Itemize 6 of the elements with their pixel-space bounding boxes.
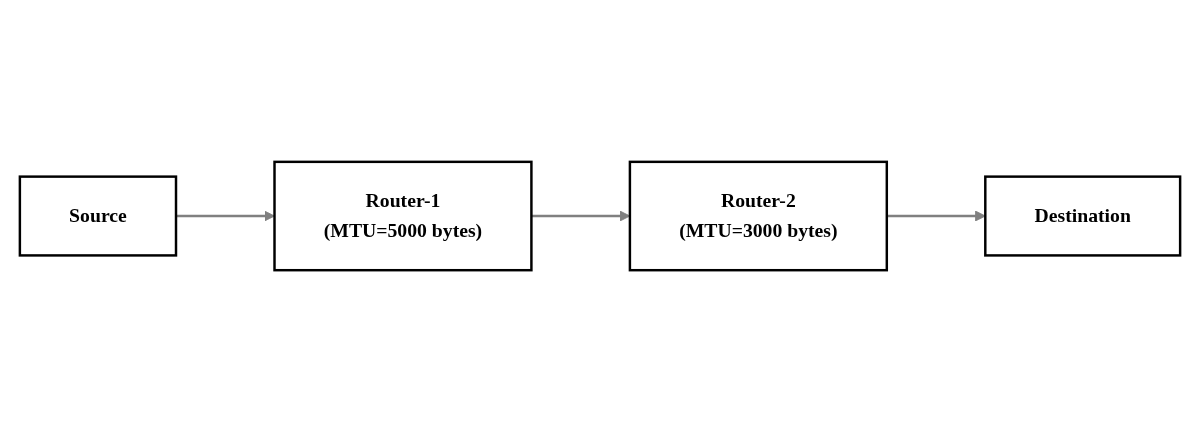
- node-box: Destination: [984, 175, 1182, 258]
- node-box: Router-1 (MTU=5000 bytes): [273, 161, 533, 272]
- arrow: [886, 211, 986, 222]
- node-box: Source: [18, 175, 178, 258]
- arrow: [176, 211, 275, 222]
- node-box: Router-2 (MTU=3000 bytes): [628, 161, 889, 272]
